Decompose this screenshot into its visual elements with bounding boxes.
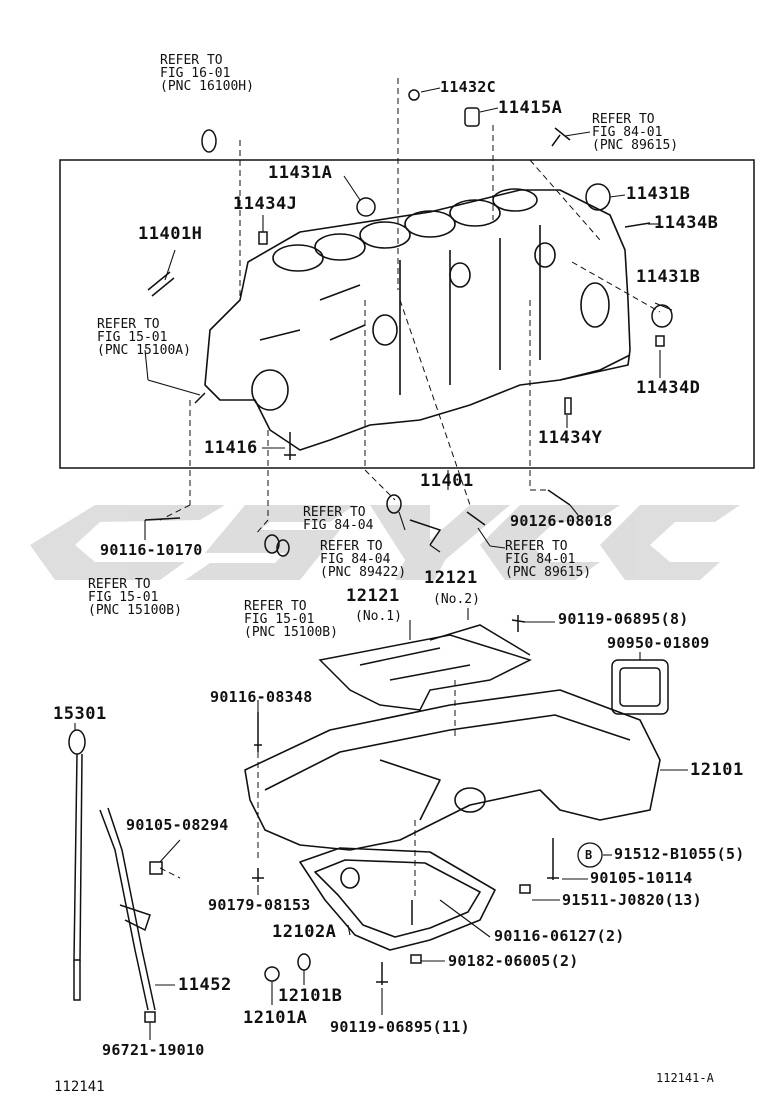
label-11431a: 11431A xyxy=(268,163,333,183)
refer-fig-15-01-a: REFER TO FIG 15-01 (PNC 15100A) xyxy=(97,317,191,358)
label-90119-06895-11: 90119-06895(11) xyxy=(330,1018,470,1036)
label-90116-08348: 90116-08348 xyxy=(210,688,313,706)
label-12102a: 12102A xyxy=(272,922,337,942)
watermark-logo xyxy=(30,505,740,580)
refer-fig-84-01-top: REFER TO FIG 84-01 (PNC 89615) xyxy=(592,112,679,153)
refer-fig-84-04-b: REFER TO FIG 84-04 (PNC 89422) xyxy=(320,539,407,580)
refer-fig-16-01: REFER TO FIG 16-01 (PNC 16100H) xyxy=(160,53,254,94)
label-90116-10170: 90116-10170 xyxy=(100,541,203,559)
label-15301: 15301 xyxy=(53,704,107,724)
label-90105-08294: 90105-08294 xyxy=(126,816,229,834)
label-96721-19010: 96721-19010 xyxy=(102,1041,205,1059)
label-11401: 11401 xyxy=(420,471,474,491)
label-90182-06005-2: 90182-06005(2) xyxy=(448,952,579,970)
block-frame xyxy=(59,159,755,469)
label-11434d: 11434D xyxy=(636,378,701,398)
gasket-part xyxy=(611,659,669,715)
label-11452: 11452 xyxy=(178,975,232,995)
label-12121-no1: 12121 xyxy=(346,586,400,606)
refer-fig-15-01-b: REFER TO FIG 15-01 (PNC 15100B) xyxy=(88,577,182,618)
label-90126-08018: 90126-08018 xyxy=(510,512,613,530)
leader-lines xyxy=(74,87,688,1040)
cylinder-block xyxy=(204,188,631,451)
dipstick xyxy=(68,729,86,1001)
label-12121-no2-sub: (No.2) xyxy=(433,592,480,607)
label-12101a: 12101A xyxy=(243,1008,308,1028)
label-90950-01809: 90950-01809 xyxy=(607,634,710,652)
dashed-lines xyxy=(159,78,661,900)
label-11416: 11416 xyxy=(204,438,258,458)
baffle-plates xyxy=(318,624,532,711)
refer-fig-84-01-b: REFER TO FIG 84-01 (PNC 89615) xyxy=(505,539,592,580)
label-91512-b1055-5: 91512-B1055(5) xyxy=(614,845,745,863)
refer-fig-15-01-c: REFER TO FIG 15-01 (PNC 15100B) xyxy=(244,599,338,640)
small-parts xyxy=(144,89,673,632)
label-90105-10114: 90105-10114 xyxy=(590,869,693,887)
label-11415a: 11415A xyxy=(498,98,563,118)
oil-pan-upper xyxy=(244,689,661,851)
callout-b-text: B xyxy=(585,848,593,862)
dipstick-guide xyxy=(99,807,156,1023)
label-90119-06895-8: 90119-06895(8) xyxy=(558,610,689,628)
label-91511-j0820-13: 91511-J0820(13) xyxy=(562,891,702,909)
label-11434b: 11434B xyxy=(654,213,719,233)
label-11431b-mid: 11431B xyxy=(636,267,701,287)
label-12121-no2: 12121 xyxy=(424,568,478,588)
label-11432c: 11432C xyxy=(440,78,496,96)
label-11434y: 11434Y xyxy=(538,428,603,448)
label-11401h: 11401H xyxy=(138,224,203,244)
callout-circle-b xyxy=(577,842,603,868)
label-90116-06127-2: 90116-06127(2) xyxy=(494,927,625,945)
label-12101: 12101 xyxy=(690,760,744,780)
refer-fig-84-04-a: REFER TO FIG 84-04 xyxy=(303,505,374,533)
oil-pan-lower xyxy=(299,847,496,951)
label-90179-08153: 90179-08153 xyxy=(208,896,311,914)
footer-id-right: 112141-A xyxy=(656,1071,714,1085)
footer-id-left: 112141 xyxy=(54,1079,105,1095)
label-11431b-top: 11431B xyxy=(626,184,691,204)
label-12101b: 12101B xyxy=(278,986,343,1006)
label-12121-no1-sub: (No.1) xyxy=(355,609,402,624)
label-11434j: 11434J xyxy=(233,194,298,214)
